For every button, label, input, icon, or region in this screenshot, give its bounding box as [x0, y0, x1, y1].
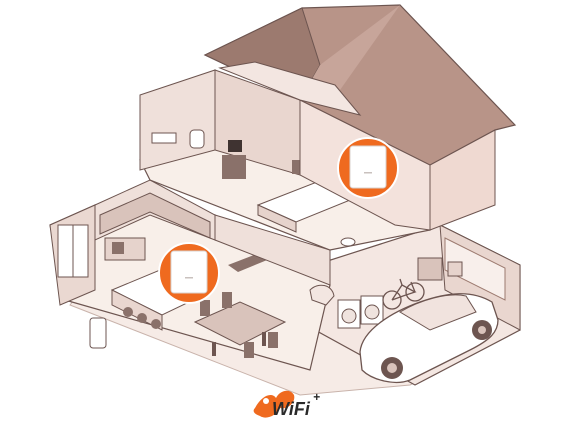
car: [359, 293, 499, 384]
garage: [314, 224, 521, 386]
logo-text: WiFi: [272, 399, 311, 419]
wifi-plus-logo: WiFi +: [253, 390, 320, 419]
bicycle: [382, 278, 425, 310]
roof: [203, 4, 517, 166]
access-point-kitchen: [158, 242, 220, 304]
logo-superscript: +: [313, 390, 320, 404]
wifi-brand-icon: [253, 390, 295, 418]
access-point-upstairs: [337, 137, 399, 199]
ground-floor: [49, 179, 335, 371]
